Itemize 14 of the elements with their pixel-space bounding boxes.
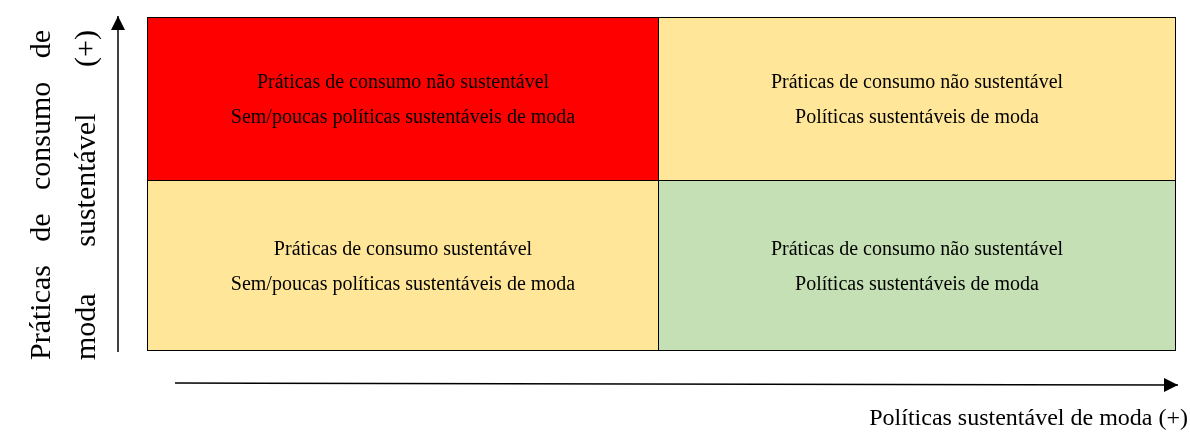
quadrant-text: Práticas de consumo sustentável — [273, 235, 533, 261]
quadrant-text: Políticas sustentáveis de moda — [795, 270, 1039, 296]
quadrant-text: Práticas de consumo não sustentável — [256, 69, 550, 94]
quadrant-text: Práticas de consumo não sustentável — [770, 235, 1064, 261]
axis-label: Práticas de consumo de moda sustentável (+) — [22, 30, 102, 360]
quadrant-cell — [147, 180, 659, 351]
quadrant-cell — [658, 180, 1176, 351]
quadrant-text: Práticas de consumo não sustentável — [770, 69, 1064, 94]
quadrant-cell — [658, 17, 1176, 181]
quadrant-text: Sem/poucas políticas sustentáveis de moda — [230, 270, 576, 297]
axis-label: Políticas sustentável de moda (+) — [869, 404, 1188, 431]
quadrant-text: Políticas sustentáveis de moda — [795, 104, 1039, 129]
quadrant-text: Sem/poucas políticas sustentáveis de moda — [230, 104, 576, 130]
quadrant-cell — [147, 17, 659, 181]
